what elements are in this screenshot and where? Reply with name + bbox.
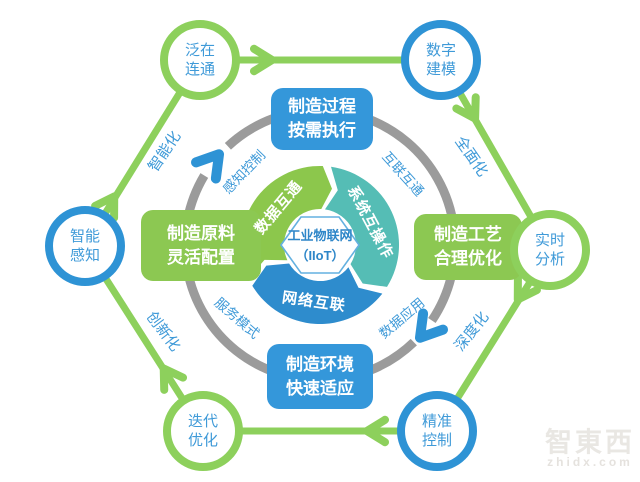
box-manufacturing-environment-adaptation: 制造环境 快速适应 bbox=[267, 344, 373, 409]
flow-arrow-icon bbox=[362, 415, 389, 447]
rosette-segment-system bbox=[325, 166, 400, 287]
flow-arrow-icon bbox=[250, 44, 277, 76]
ring-arrow-icon bbox=[414, 308, 449, 343]
flow-arrow-icon bbox=[452, 93, 480, 123]
flow-arrow-icon bbox=[91, 192, 119, 222]
box-manufacturing-material-configuration: 制造原料 灵活配置 bbox=[141, 210, 261, 281]
ring-arrow-icon bbox=[190, 149, 225, 184]
box-label: 制造过程 按需执行 bbox=[288, 97, 356, 140]
center-hexagon bbox=[280, 216, 360, 274]
node-label: 实时 分析 bbox=[534, 231, 565, 269]
node-digital-modeling: 数字 建模 bbox=[401, 20, 481, 100]
center-hexagon-label: 工业物联网 （IIoT） bbox=[287, 227, 353, 263]
node-label: 数字 建模 bbox=[425, 41, 456, 79]
box-label: 制造原料 灵活配置 bbox=[167, 223, 235, 267]
node-precise-control: 精准 控制 bbox=[397, 391, 477, 471]
flow-arrow-icon bbox=[513, 274, 541, 304]
box-label: 制造工艺 合理优化 bbox=[434, 225, 502, 268]
node-label: 智能 感知 bbox=[69, 227, 100, 265]
node-label: 泛在 连通 bbox=[184, 41, 215, 79]
node-iterative-optimization: 迭代 优化 bbox=[163, 391, 243, 471]
node-label: 迭代 优化 bbox=[187, 412, 218, 450]
box-manufacturing-technique-optimization: 制造工艺 合理优化 bbox=[414, 214, 522, 280]
watermark-logo: 智東西 bbox=[545, 427, 635, 458]
flow-arrow-icon bbox=[159, 364, 188, 394]
box-label: 制造环境 快速适应 bbox=[286, 354, 354, 398]
box-manufacturing-process-on-demand: 制造过程 按需执行 bbox=[271, 88, 373, 150]
node-ubiquitous-connection: 泛在 连通 bbox=[160, 20, 240, 100]
rosette-segment-data bbox=[240, 165, 332, 279]
node-realtime-analysis: 实时 分析 bbox=[510, 210, 590, 290]
node-label: 精准 控制 bbox=[421, 412, 452, 450]
node-intelligent-sensing: 智能 感知 bbox=[45, 206, 125, 286]
watermark-site: zhidx.com bbox=[547, 455, 633, 469]
rosette-segment-network bbox=[252, 263, 383, 325]
